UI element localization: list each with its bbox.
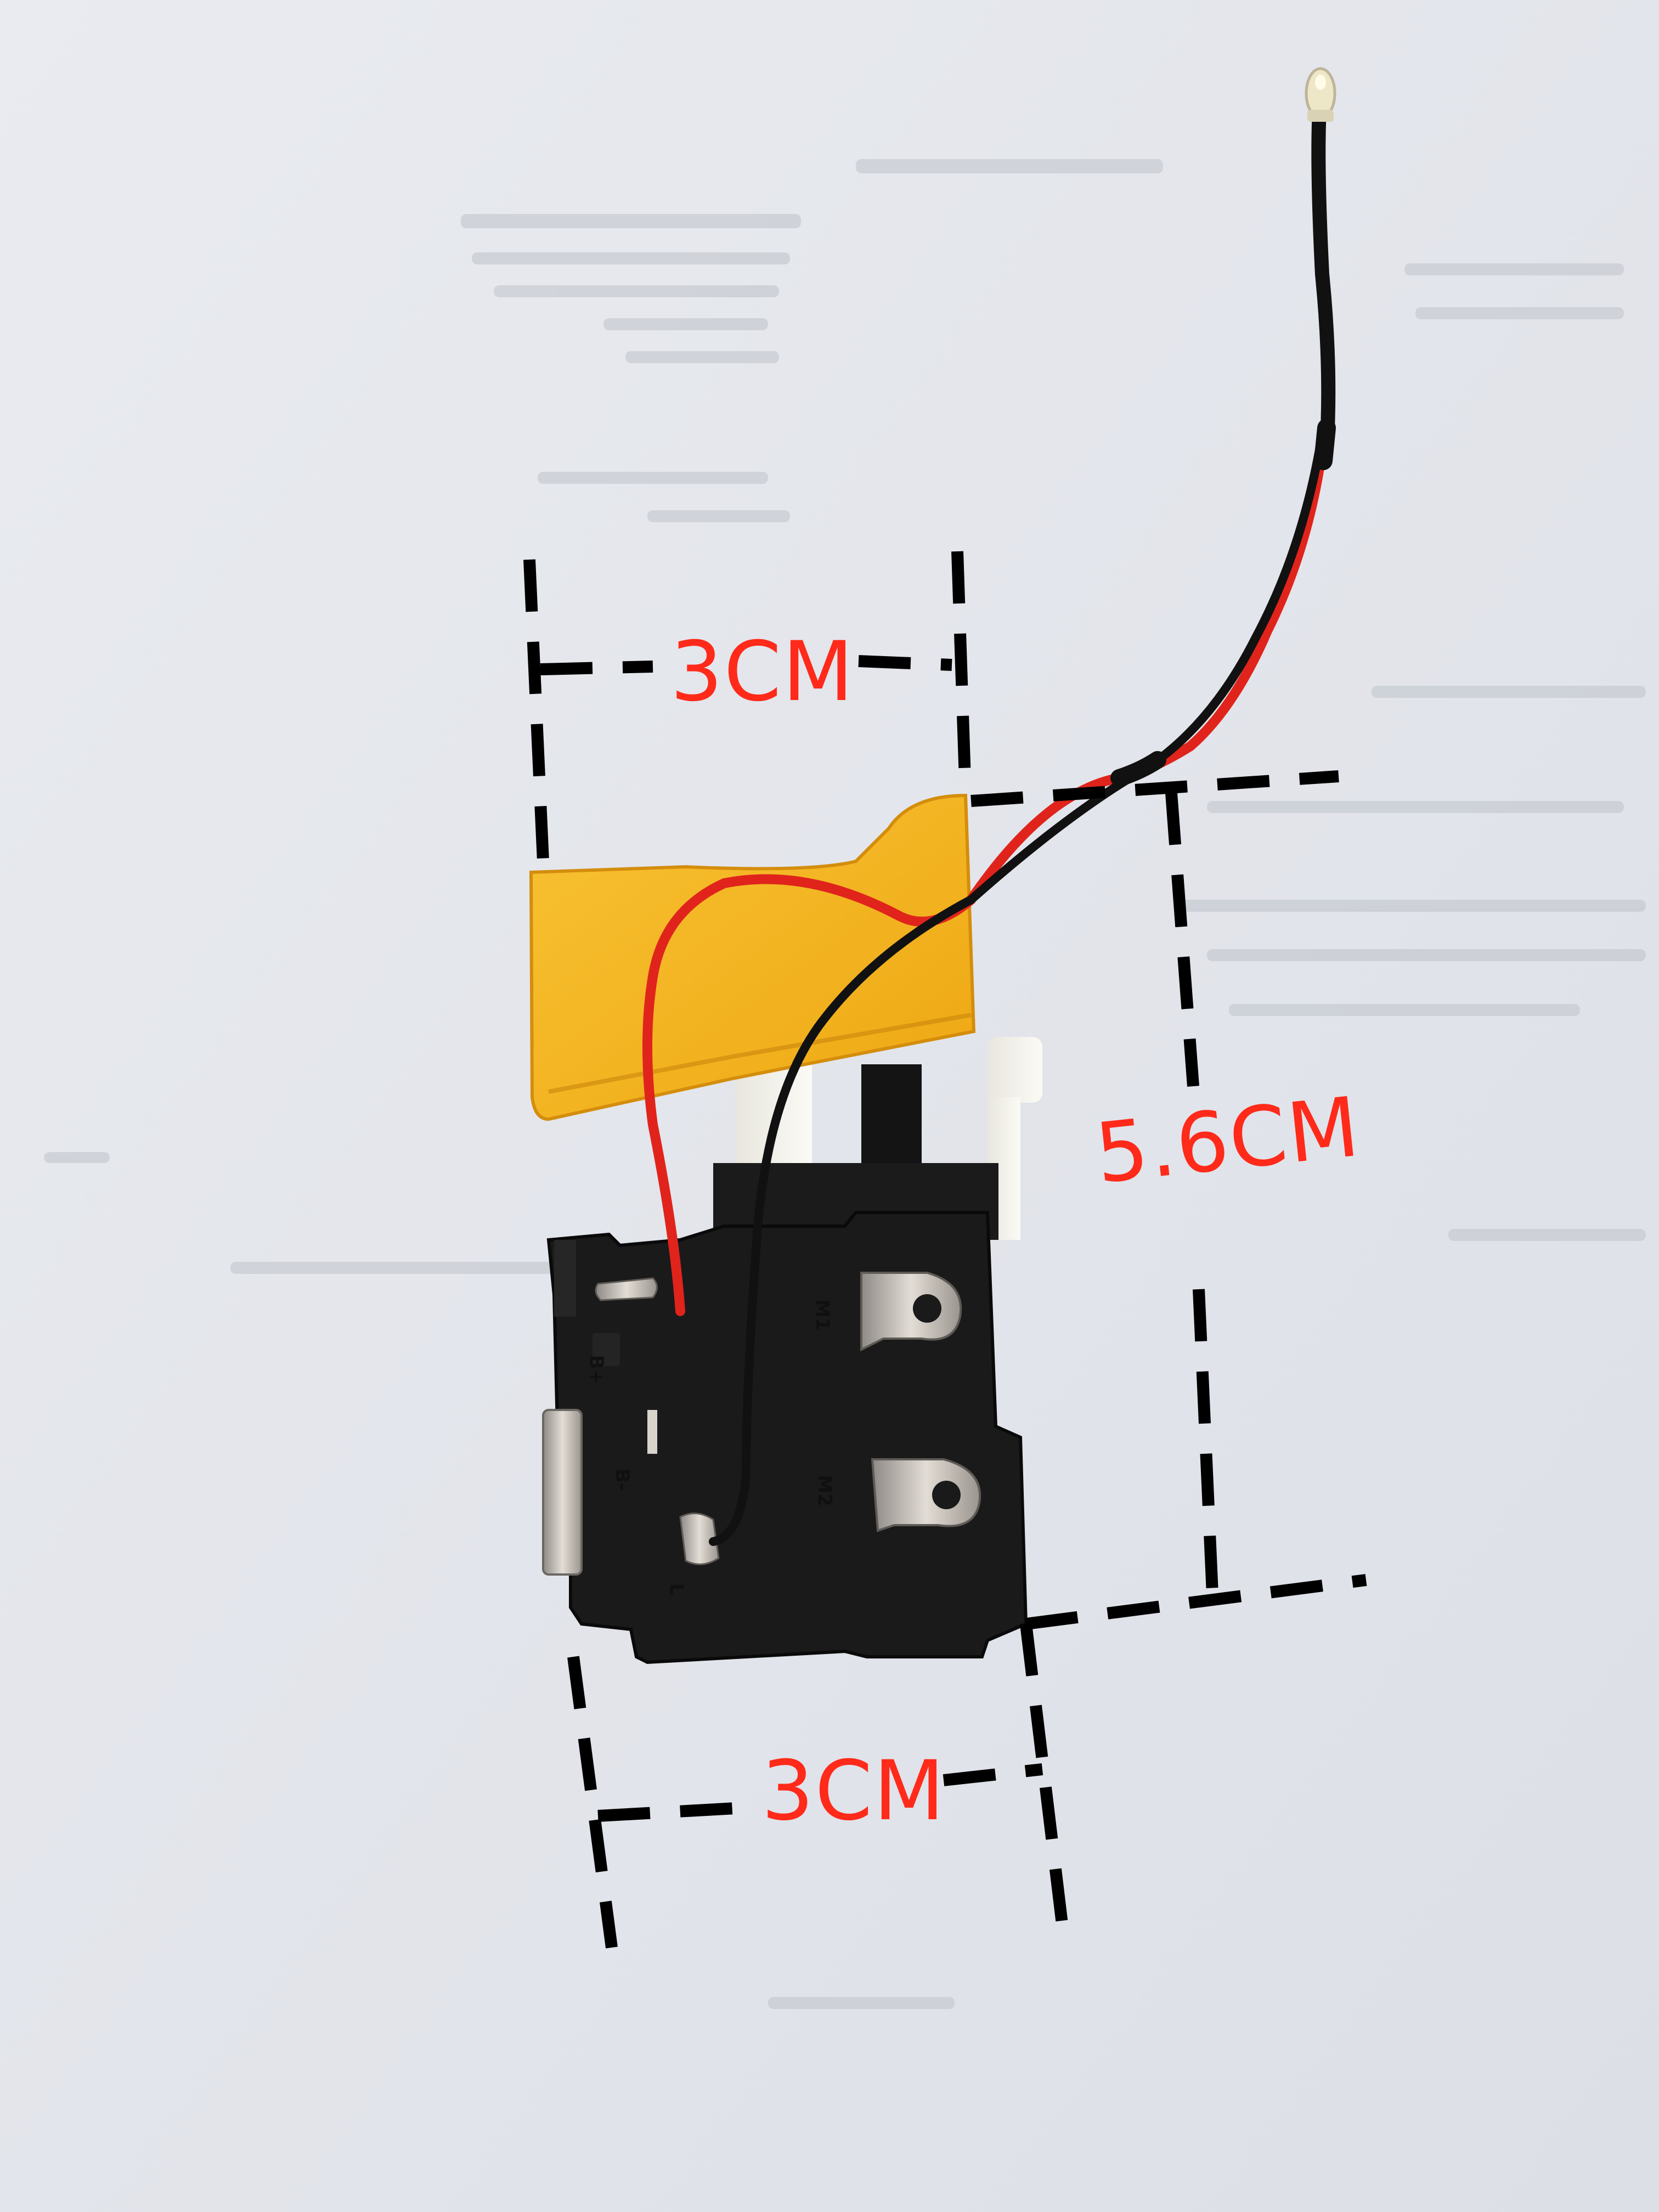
paper-print-marks: [44, 159, 1646, 2009]
terminal-m1: [860, 1272, 962, 1352]
terminal-l: [679, 1513, 720, 1565]
terminal-b-plus: [595, 1277, 658, 1301]
marking-b-plus: B+: [585, 1355, 608, 1385]
dimension-label-top-width: 3CM: [670, 624, 855, 720]
marking-l: L: [665, 1583, 687, 1595]
wires: [642, 103, 1336, 1546]
marking-m1: M1: [811, 1299, 833, 1331]
heat-shrink-mid: [1110, 751, 1166, 787]
heat-shrink-top: [1314, 419, 1336, 470]
dimension-lines: [523, 551, 1367, 1949]
slot-marker: [647, 1410, 657, 1454]
side-metal-plate: [542, 1409, 583, 1576]
marking-b-minus: B-: [611, 1468, 634, 1491]
dimension-label-bottom-width: 3CM: [761, 1743, 946, 1839]
terminal-m2: [871, 1458, 981, 1532]
marking-m2: M2: [813, 1475, 836, 1506]
switch-housing: [546, 1211, 1028, 1664]
yellow-trigger: [529, 793, 976, 1121]
led-bulb: [1305, 67, 1336, 122]
trigger-switch: [529, 793, 1042, 1664]
led-wire-top: [1311, 103, 1336, 435]
black-wire: [709, 445, 1324, 1546]
plunger-cap: [988, 1037, 1042, 1103]
